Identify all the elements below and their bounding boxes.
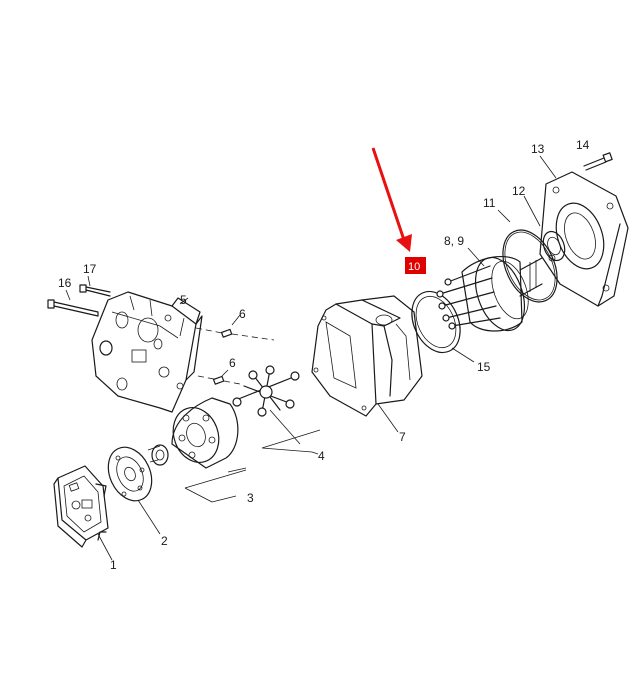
part-3-cylinder-block [147, 397, 239, 469]
part-1-end-plate [53, 465, 109, 548]
part-15-gasket [411, 290, 461, 354]
callout-5: 5 [180, 293, 187, 307]
callout-6-upper: 6 [239, 307, 246, 321]
callout-11: 11 [483, 196, 496, 210]
part-7-main-housing [311, 295, 423, 417]
callout-10-highlight: 10 [405, 257, 426, 274]
part-4-piston-assembly [232, 365, 300, 417]
part-6-dowel-pin [195, 327, 275, 385]
callout-1: 1 [110, 558, 117, 572]
callout-15: 15 [477, 360, 491, 374]
callout-17: 17 [83, 262, 97, 276]
leader-lines [65, 155, 557, 561]
part-11-o-ring [502, 229, 558, 303]
callout-8-9: 8, 9 [444, 234, 464, 248]
part-5-housing [91, 291, 203, 413]
callout-2: 2 [161, 534, 168, 548]
callout-16: 16 [58, 276, 72, 290]
callout-10: 10 [408, 261, 420, 273]
part-16-bolt [47, 299, 99, 317]
callout-13: 13 [531, 142, 545, 156]
part-14-bolt [583, 152, 613, 171]
part-17-bolt [79, 284, 111, 297]
callout-3: 3 [247, 491, 254, 505]
highlight-arrow [371, 147, 412, 252]
part-2-valve-plate [107, 446, 153, 502]
part-8-9-rotor-assembly [436, 255, 543, 332]
callout-12: 12 [512, 184, 526, 198]
callout-7: 7 [399, 430, 406, 444]
callout-14: 14 [576, 138, 590, 152]
callout-6-lower: 6 [229, 356, 236, 370]
part-13-flange-cover [539, 171, 629, 307]
part-12-seal [542, 230, 566, 262]
callout-4: 4 [318, 449, 325, 463]
